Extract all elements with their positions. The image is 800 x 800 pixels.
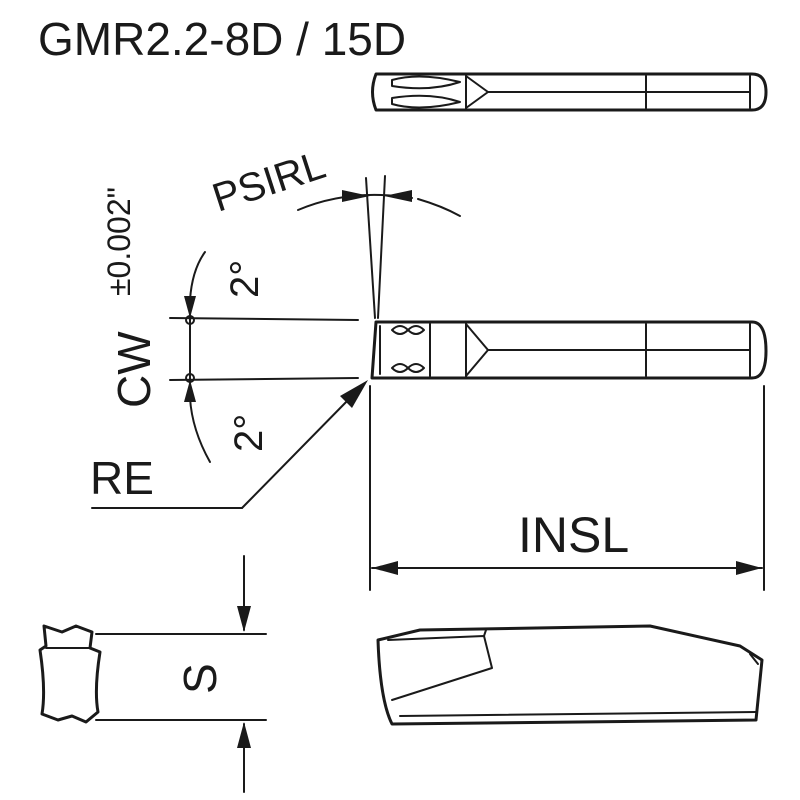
s-label: S <box>174 663 226 694</box>
psirl-angle-lines <box>297 175 461 319</box>
s-arrow-top <box>237 606 251 632</box>
angle-top-label: 2° <box>223 260 267 298</box>
top-view-insert <box>371 72 768 112</box>
insl-arrow-left <box>372 561 398 575</box>
cw-label: CW <box>108 331 160 408</box>
part-title: GMR2.2-8D / 15D <box>38 13 406 65</box>
insl-arrow-right <box>736 561 762 575</box>
cw-arrow-top <box>184 296 196 318</box>
side-view-insert <box>370 320 768 380</box>
re-label: RE <box>90 452 154 504</box>
cw-arrow-bottom <box>184 380 196 402</box>
psirl-label: PSIRL <box>207 143 331 221</box>
psirl-arrow-left <box>342 190 370 202</box>
s-arrow-bottom <box>237 722 251 748</box>
angle-bottom-label: 2° <box>227 414 271 452</box>
psirl-arrow-right <box>384 190 412 202</box>
insl-label: INSL <box>518 507 629 563</box>
end-view-insert <box>38 624 102 724</box>
insl-dimension <box>369 385 765 591</box>
cw-tolerance: ±0.002" <box>101 187 137 296</box>
bottom-side-view-insert <box>376 624 764 726</box>
re-leader <box>91 395 353 509</box>
re-arrow <box>340 380 368 408</box>
